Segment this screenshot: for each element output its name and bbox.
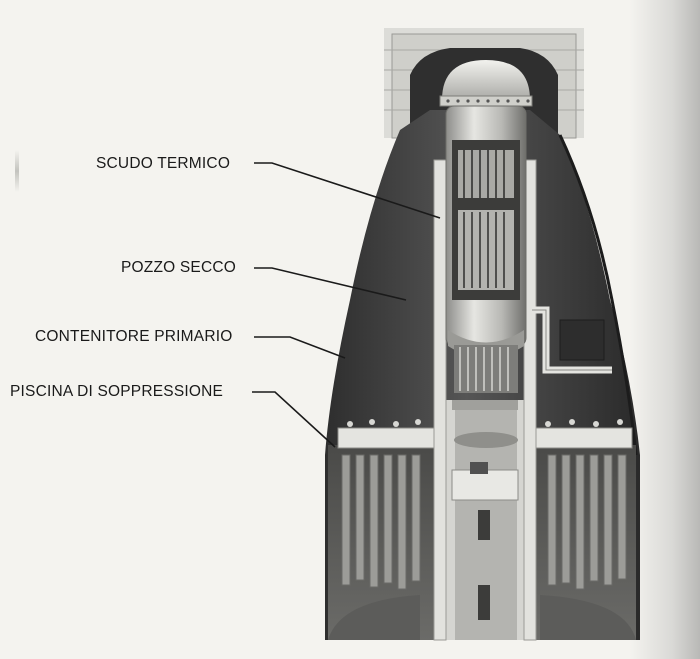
reactor-vessel — [439, 60, 533, 410]
leader-line-suppression-pool — [252, 391, 336, 448]
thermal-shield-walls — [433, 159, 537, 641]
leader-line-primary-containment — [254, 336, 346, 359]
label-primary-containment: CONTENITORE PRIMARIO — [35, 328, 233, 345]
leader-line-dry-well — [254, 267, 407, 301]
label-suppression-pool: PISCINA DI SOPPRESSIONE — [10, 383, 224, 400]
leader-line-thermal-shield — [254, 162, 441, 219]
label-thermal-shield: SCUDO TERMICO — [96, 155, 231, 172]
label-dry-well: POZZO SECCO — [121, 259, 237, 276]
reactor-pedestal — [436, 400, 536, 640]
leader-lines — [252, 162, 441, 448]
paper-fold-mark — [15, 150, 19, 192]
page-edge-shadow — [630, 0, 700, 659]
steam-pipe — [532, 306, 612, 374]
